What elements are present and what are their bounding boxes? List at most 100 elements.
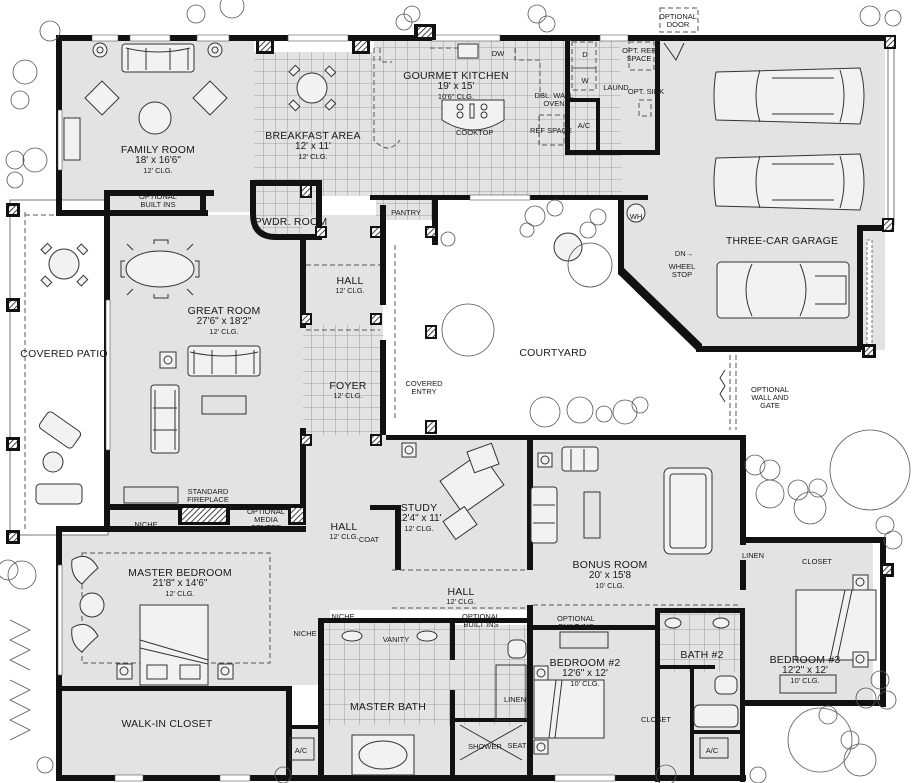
note-wheel-stop: WHEEL STOP [668, 262, 696, 279]
note-seat: SEAT [507, 741, 527, 750]
note-shower: SHOWER [468, 742, 502, 751]
note-washer: W [581, 76, 589, 85]
note-niche-great-room: NICHE [134, 520, 158, 529]
note-a-c-laundry: A/C [577, 121, 591, 130]
room-dimensions: 18' x 16'6" [135, 155, 181, 167]
room-ceiling-height: 12' CLG. [335, 286, 365, 296]
room-ceiling-height: 12' CLG. [165, 588, 195, 598]
note-optional-built-ins-hall: OPTIONAL BUILT INS [462, 612, 500, 629]
room-label-pwdr-room: PWDR. ROOM [254, 216, 328, 228]
room-label-master-bath: MASTER BATH [350, 701, 426, 713]
note-optional-built-ins-family: OPTIONAL BUILT INS [139, 192, 177, 209]
note-closet-bedroom-2: CLOSET [641, 715, 672, 724]
walls [56, 34, 895, 782]
car-icons [713, 67, 865, 319]
note-optional-built-ins-bed2: OPTIONAL BUILT INS [557, 614, 595, 631]
note-optional-door: OPTIONAL DOOR [659, 12, 697, 29]
note-standard-fireplace: STANDARD FIREPLACE [187, 487, 229, 504]
note-pantry: PANTRY [391, 208, 421, 217]
furniture [35, 42, 877, 776]
room-name: MASTER BEDROOM [128, 567, 232, 579]
room-ceiling-height: 12' CLG. [298, 151, 328, 161]
room-dimensions: 12'2" x 12' [782, 665, 828, 677]
note-linen-master-bath: LINEN [503, 695, 527, 704]
room-label-three-car-garage: THREE-CAR GARAGE [725, 235, 839, 247]
room-name: PWDR. ROOM [254, 216, 328, 228]
room-name: FAMILY ROOM [120, 144, 196, 156]
room-ceiling-height: 12' CLG. [333, 391, 363, 401]
note-optional-wall-and-gate: OPTIONAL WALL AND GATE [751, 385, 789, 410]
note-dbl-wall-oven: DBL. WALL OVEN [534, 91, 574, 108]
note-vanity: VANITY [382, 635, 410, 644]
note-ref-space: REF SPACE [530, 126, 572, 135]
room-ceiling-height: 12' CLG. [404, 523, 434, 533]
floor-pantry [376, 198, 432, 220]
room-dimensions: 19' x 15' [437, 81, 475, 93]
room-label-courtyard: COURTYARD [519, 347, 587, 359]
room-name: THREE-CAR GARAGE [725, 235, 839, 247]
room-name: COURTYARD [519, 347, 587, 359]
room-name: GREAT ROOM [187, 305, 261, 317]
note-dn: DN→ [674, 249, 694, 258]
floor-foyer [303, 325, 383, 435]
room-dimensions: 20' x 15'8 [588, 570, 632, 582]
room-ceiling-height: 12' CLG. [209, 326, 239, 336]
room-ceiling-height: 10' CLG. [595, 580, 625, 590]
room-label-covered-patio: COVERED PATIO [20, 348, 108, 360]
room-name: BEDROOM #2 [549, 657, 621, 669]
note-niche-master: NICHE [293, 629, 317, 638]
columns [6, 24, 896, 577]
room-ceiling-height: 10' CLG. [790, 675, 820, 685]
dashed-outlines [81, 7, 740, 664]
note-coat: COAT [358, 535, 380, 544]
room-dimensions: 27'6" x 18'2" [196, 316, 252, 328]
room-dimensions: 12'4" x 11' [396, 513, 442, 525]
room-name: HALL [330, 521, 358, 533]
note-linen-bonus: LINEN [741, 551, 765, 560]
room-ceiling-height: 10'6" CLG. [437, 91, 475, 101]
room-name: COVERED PATIO [20, 348, 108, 360]
note-a-c-master: A/C [294, 746, 308, 755]
room-name: STUDY [400, 502, 438, 514]
note-laund: LAUND. [603, 83, 631, 92]
room-ceiling-height: 12' CLG. [143, 165, 173, 175]
note-optional-media-center: OPTIONAL MEDIA CENTER [247, 507, 285, 532]
note-opt-sink: OPT. SINK [627, 87, 665, 96]
note-covered-entry: COVERED ENTRY [405, 379, 443, 396]
room-dimensions: 21'8" x 14'6" [152, 578, 208, 590]
floor-walk-in-closet [60, 685, 292, 775]
note-cooktop: COOKTOP [456, 128, 494, 137]
room-ceiling-height: 12' CLG. [329, 532, 359, 542]
room-name: FOYER [329, 380, 367, 392]
note-a-c-bath-2: A/C [705, 746, 719, 755]
room-name: GOURMET KITCHEN [403, 70, 509, 82]
room-name: BONUS ROOM [572, 559, 648, 571]
room-name: HALL [336, 275, 364, 287]
room-label-walk-in-closet: WALK-IN CLOSET [121, 718, 213, 730]
note-wh: WH [629, 212, 643, 221]
room-label-bath-2: BATH #2 [680, 649, 724, 661]
note-dw: DW [491, 49, 505, 58]
room-dimensions: 12' x 11' [295, 141, 331, 153]
room-ceiling-height: 10' CLG. [570, 678, 600, 688]
room-name: HALL [447, 586, 475, 598]
room-name: BATH #2 [680, 649, 724, 661]
floor-gourmet-kitchen [374, 40, 644, 196]
note-opt-ref-space: OPT. REF SPACE [622, 46, 656, 63]
room-dimensions: 12'6" x 12' [562, 668, 608, 680]
room-name: WALK-IN CLOSET [121, 718, 213, 730]
note-niche-hall: NICHE [331, 612, 355, 621]
